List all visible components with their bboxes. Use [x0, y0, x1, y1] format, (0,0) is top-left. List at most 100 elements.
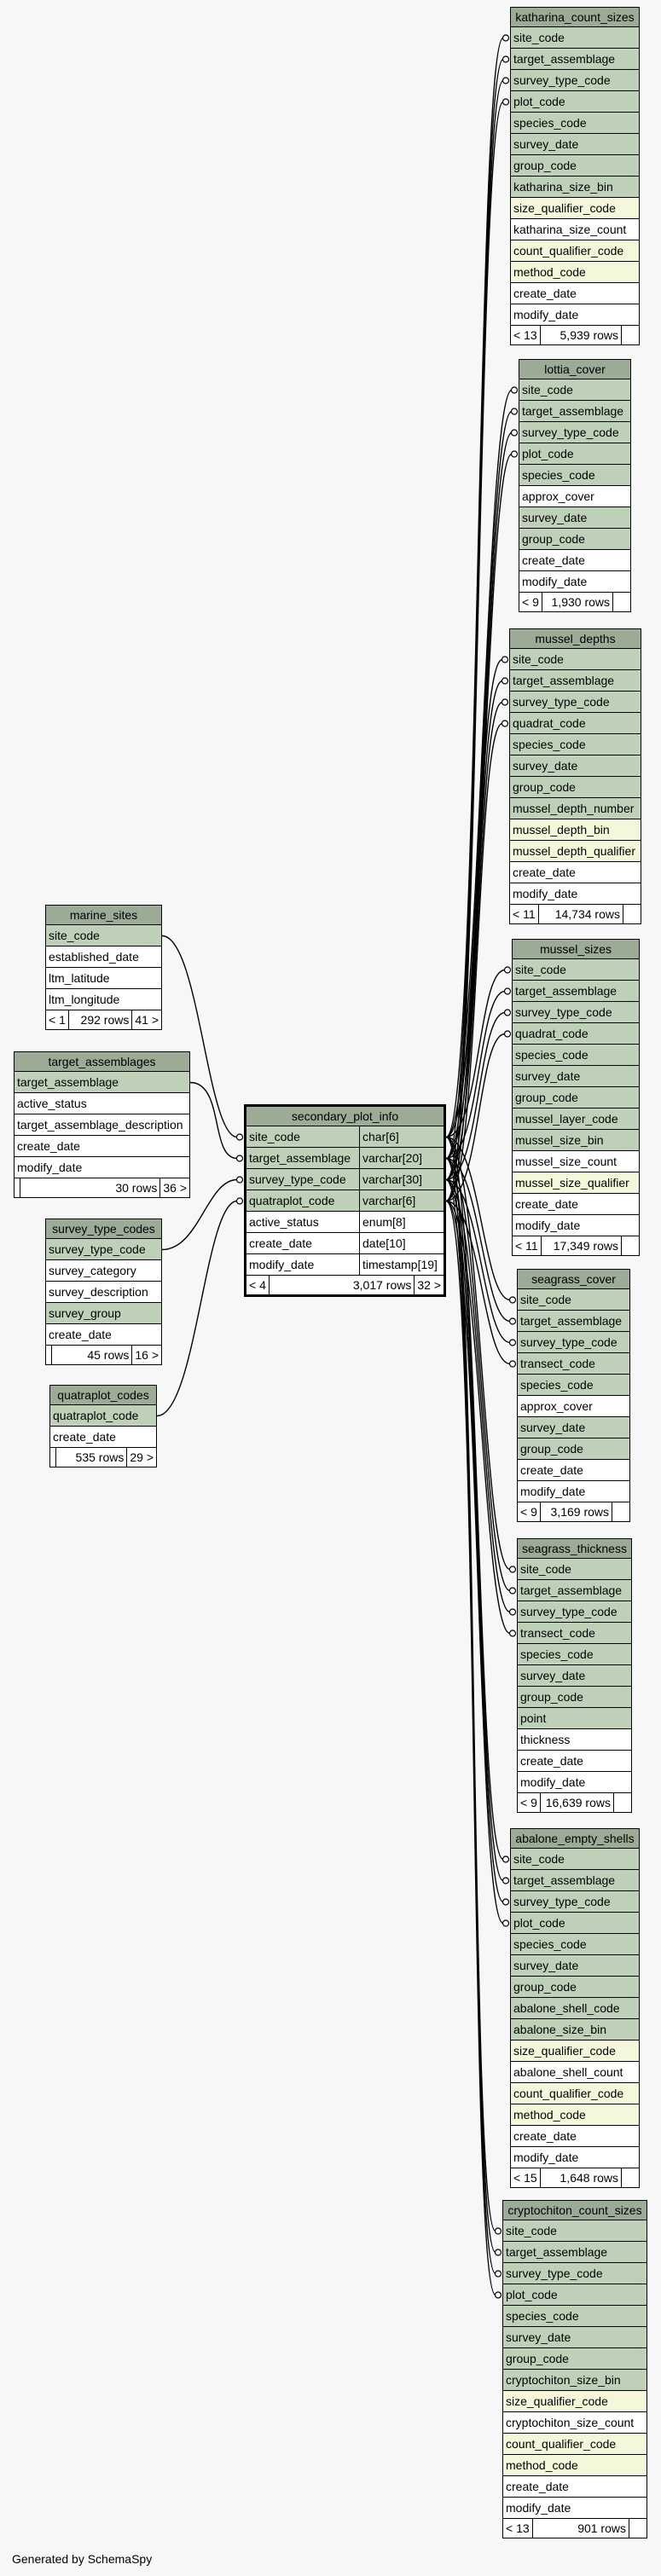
child-count[interactable]	[622, 326, 639, 344]
column-row[interactable]: survey_type_code	[519, 422, 630, 443]
column-row[interactable]: site_code	[510, 649, 641, 670]
column-row[interactable]: modify_date	[513, 1215, 639, 1236]
column-row[interactable]: size_qualifier_code	[503, 2391, 647, 2412]
column-row[interactable]: species_code	[510, 734, 641, 755]
column-row[interactable]: ltm_latitude	[46, 968, 161, 989]
column-row[interactable]: survey_date	[503, 2327, 647, 2348]
column-row[interactable]: site_code	[513, 959, 639, 981]
child-count[interactable]: 32 >	[417, 1278, 441, 1292]
column-row[interactable]: modify_date	[518, 1772, 631, 1793]
column-row[interactable]: create_date	[46, 1324, 161, 1346]
row-count[interactable]: 5,939 rows	[541, 326, 622, 344]
column-row[interactable]: target_assemblage	[14, 1072, 189, 1093]
parent-count[interactable]: < 9	[518, 1793, 541, 1812]
column-row[interactable]: group_code	[519, 529, 630, 550]
table-title[interactable]: survey_type_codes	[46, 1219, 161, 1239]
column-row[interactable]: site_code	[519, 379, 630, 401]
column-row[interactable]: site_code	[46, 925, 161, 946]
column-row[interactable]: create_date	[511, 283, 639, 304]
column-row[interactable]: survey_group	[46, 1303, 161, 1324]
child-count[interactable]	[622, 2168, 639, 2187]
table-title[interactable]: quatraplot_codes	[50, 1386, 156, 1405]
column-row[interactable]: target_assemblage	[511, 49, 639, 70]
column-row[interactable]: site_code	[511, 27, 639, 49]
column-row[interactable]: abalone_size_bin	[511, 2019, 639, 2041]
column-row[interactable]: site_code	[503, 2220, 647, 2242]
row-count[interactable]: 292 rows	[69, 1010, 133, 1029]
column-row[interactable]: create_date	[511, 2126, 639, 2147]
column-row[interactable]: species_code	[511, 113, 639, 134]
column-row[interactable]: create_date	[518, 1460, 629, 1481]
column-row[interactable]: count_qualifier_code	[511, 240, 639, 262]
column-row[interactable]: active_status	[14, 1093, 189, 1114]
row-count[interactable]: 16,639 rows	[541, 1793, 614, 1812]
child-count[interactable]: 16 >	[135, 1348, 159, 1362]
column-row[interactable]: site_code	[518, 1559, 631, 1580]
column-row[interactable]: target_assemblage	[519, 401, 630, 422]
column-row[interactable]: target_assemblage	[503, 2242, 647, 2263]
table-title[interactable]: abalone_empty_shells	[511, 1829, 639, 1849]
child-count[interactable]	[614, 1793, 631, 1812]
column-row[interactable]: create_date	[50, 1427, 156, 1448]
column-row[interactable]: survey_description	[46, 1282, 161, 1303]
column-row[interactable]: survey_type_code	[46, 1239, 161, 1260]
column-row[interactable]: transect_code	[518, 1353, 629, 1375]
table-title[interactable]: seagrass_cover	[518, 1270, 629, 1289]
row-count[interactable]: 1,930 rows	[542, 593, 613, 611]
column-row[interactable]: mussel_depth_number	[510, 798, 641, 819]
column-row[interactable]: species_code	[503, 2306, 647, 2327]
column-row[interactable]: quadrat_code	[510, 713, 641, 734]
column-row[interactable]: survey_type_code	[511, 1891, 639, 1913]
parent-count[interactable]: < 9	[519, 593, 542, 611]
column-row[interactable]: katharina_size_count	[511, 219, 639, 240]
column-row[interactable]: mussel_size_qualifier	[513, 1172, 639, 1194]
table-title[interactable]: lottia_cover	[519, 360, 630, 379]
column-row[interactable]: target_assemblage	[518, 1580, 631, 1601]
row-count[interactable]: 45 rows	[52, 1346, 133, 1364]
table-title[interactable]: katharina_count_sizes	[511, 8, 639, 27]
parent-count[interactable]: < 13	[511, 326, 541, 344]
child-count[interactable]	[612, 1502, 629, 1521]
column-row[interactable]: group_code	[518, 1687, 631, 1708]
column-row[interactable]: create_date	[510, 862, 641, 883]
table-title[interactable]: mussel_sizes	[513, 940, 639, 959]
table-title[interactable]: cryptochiton_count_sizes	[503, 2201, 647, 2220]
column-row[interactable]: quatraplot_code	[50, 1405, 156, 1427]
column-row[interactable]: survey_date	[519, 507, 630, 529]
column-row[interactable]: survey_type_code	[510, 692, 641, 713]
column-row[interactable]: site_code	[511, 1849, 639, 1870]
column-row[interactable]: survey_date	[511, 1955, 639, 1977]
child-count[interactable]	[622, 1236, 639, 1255]
column-row[interactable]: approx_cover	[518, 1396, 629, 1417]
column-row[interactable]: approx_cover	[519, 486, 630, 507]
column-row[interactable]: survey_type_code	[511, 70, 639, 91]
column-row[interactable]: cryptochiton_size_count	[503, 2412, 647, 2434]
column-row[interactable]: cryptochiton_size_bin	[503, 2370, 647, 2391]
parent-count[interactable]: < 11	[510, 905, 539, 923]
column-row[interactable]: species_code	[518, 1375, 629, 1396]
table-title[interactable]: marine_sites	[46, 906, 161, 925]
row-count[interactable]: 30 rows	[20, 1178, 161, 1197]
column-row[interactable]: survey_date	[510, 755, 641, 777]
column-row[interactable]: mussel_size_count	[513, 1151, 639, 1172]
row-count[interactable]: 3,017 rows	[270, 1276, 415, 1294]
column-row[interactable]: point	[518, 1708, 631, 1729]
column-row[interactable]: modify_date	[503, 2498, 647, 2519]
child-count[interactable]	[613, 593, 630, 611]
parent-count[interactable]: < 15	[511, 2168, 541, 2187]
column-row[interactable]: survey_date	[518, 1665, 631, 1687]
column-row[interactable]: survey_date	[518, 1417, 629, 1439]
row-count[interactable]: 901 rows	[533, 2519, 629, 2538]
column-row[interactable]: create_date	[513, 1194, 639, 1215]
child-count[interactable]	[629, 2519, 647, 2538]
